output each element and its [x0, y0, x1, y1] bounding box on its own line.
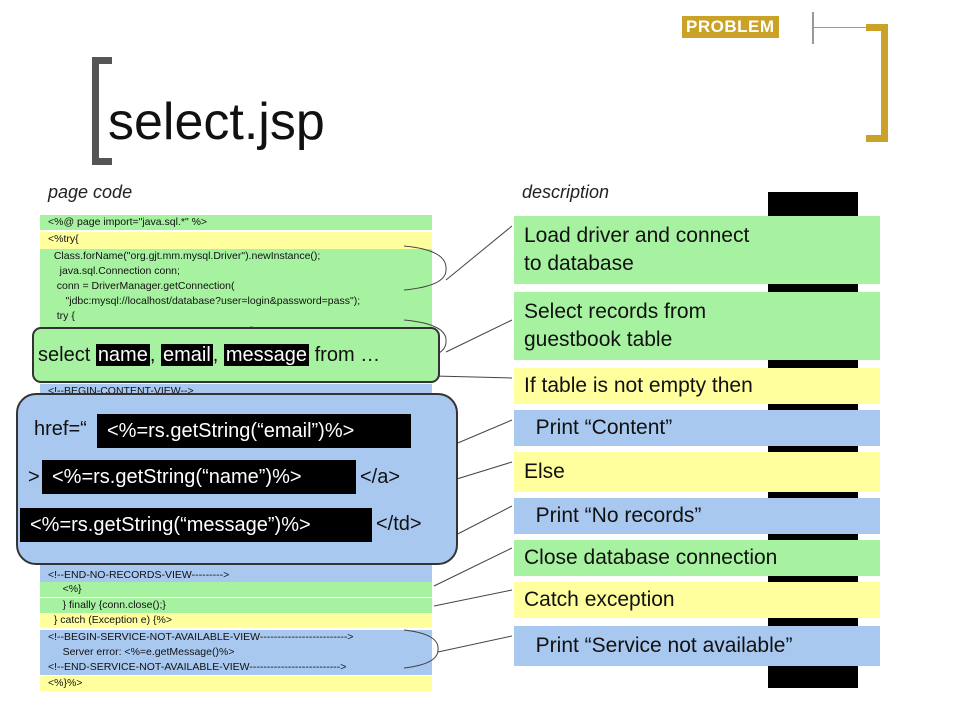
code-line: try { [40, 309, 432, 324]
problem-rule [814, 27, 870, 28]
description-item: Select records from guestbook table [514, 292, 880, 360]
code-line: } catch (Exception e) {%> [40, 613, 432, 628]
description-heading: description [522, 182, 610, 202]
code-line: "jdbc:mysql://localhost/database?user=lo… [40, 294, 432, 309]
td-close-tag: </td> [376, 513, 422, 535]
field-email: email [160, 344, 213, 366]
code-line: <%}%> [40, 676, 432, 691]
code-line: <!--BEGIN-SERVICE-NOT-AVAILABLE-VIEW----… [40, 630, 432, 645]
slide-title: select.jsp [108, 93, 325, 151]
code-line: java.sql.Connection conn; [40, 264, 432, 279]
connector-close [433, 547, 513, 587]
code-line: Server error: <%=e.getMessage()%> [40, 645, 432, 660]
code-line: <!--END-NO-RECORDS-VIEW---------> [40, 568, 432, 583]
field-name: name [95, 344, 150, 366]
brace-load [403, 245, 447, 291]
connector-load [445, 225, 513, 281]
field-message: message [223, 344, 310, 366]
code-line: <%@ page import="java.sql.*" %> [40, 215, 432, 230]
select-from-clause: from … [309, 344, 381, 366]
description-item: If table is not empty then [514, 368, 880, 404]
select-keyword: select [38, 344, 96, 366]
href-label: href=“ [34, 418, 87, 440]
problem-label: PROBLEM [682, 16, 779, 38]
description-item: Else [514, 452, 880, 492]
problem-divider [812, 12, 814, 44]
code-line: <%try{ [40, 232, 432, 249]
right-bracket-decoration [866, 24, 888, 142]
code-line: Class.forName("org.gjt.mm.mysql.Driver")… [40, 249, 432, 264]
description-item: Catch exception [514, 582, 880, 618]
name-expression: <%=rs.getString(“name”)%> [42, 460, 356, 494]
description-item: Print “Content” [514, 410, 880, 446]
gt-label: > [28, 466, 40, 488]
page-code-heading: page code [48, 182, 133, 202]
description-item: Print “Service not available” [514, 626, 880, 666]
code-line: conn = DriverManager.getConnection( [40, 279, 432, 294]
description-item: Close database connection [514, 540, 880, 576]
connector-catch [433, 589, 513, 607]
code-line: } finally {conn.close();} [40, 598, 432, 613]
select-separator-1: , [149, 344, 161, 366]
email-expression: <%=rs.getString(“email”)%> [97, 414, 411, 448]
select-separator-2: , [212, 344, 224, 366]
code-line: <!--END-SERVICE-NOT-AVAILABLE-VIEW------… [40, 660, 432, 675]
connector-if [433, 375, 513, 379]
connector-service [437, 635, 513, 653]
message-expression: <%=rs.getString(“message”)%> [20, 508, 372, 542]
select-statement: select name, email, message from … [38, 344, 380, 367]
brace-service [403, 629, 439, 669]
anchor-close-tag: </a> [360, 466, 401, 488]
connector-select [445, 319, 513, 353]
code-line: <%} [40, 582, 432, 597]
description-item: Load driver and connect to database [514, 216, 880, 284]
left-bracket-decoration [92, 57, 112, 165]
description-item: Print “No records” [514, 498, 880, 534]
